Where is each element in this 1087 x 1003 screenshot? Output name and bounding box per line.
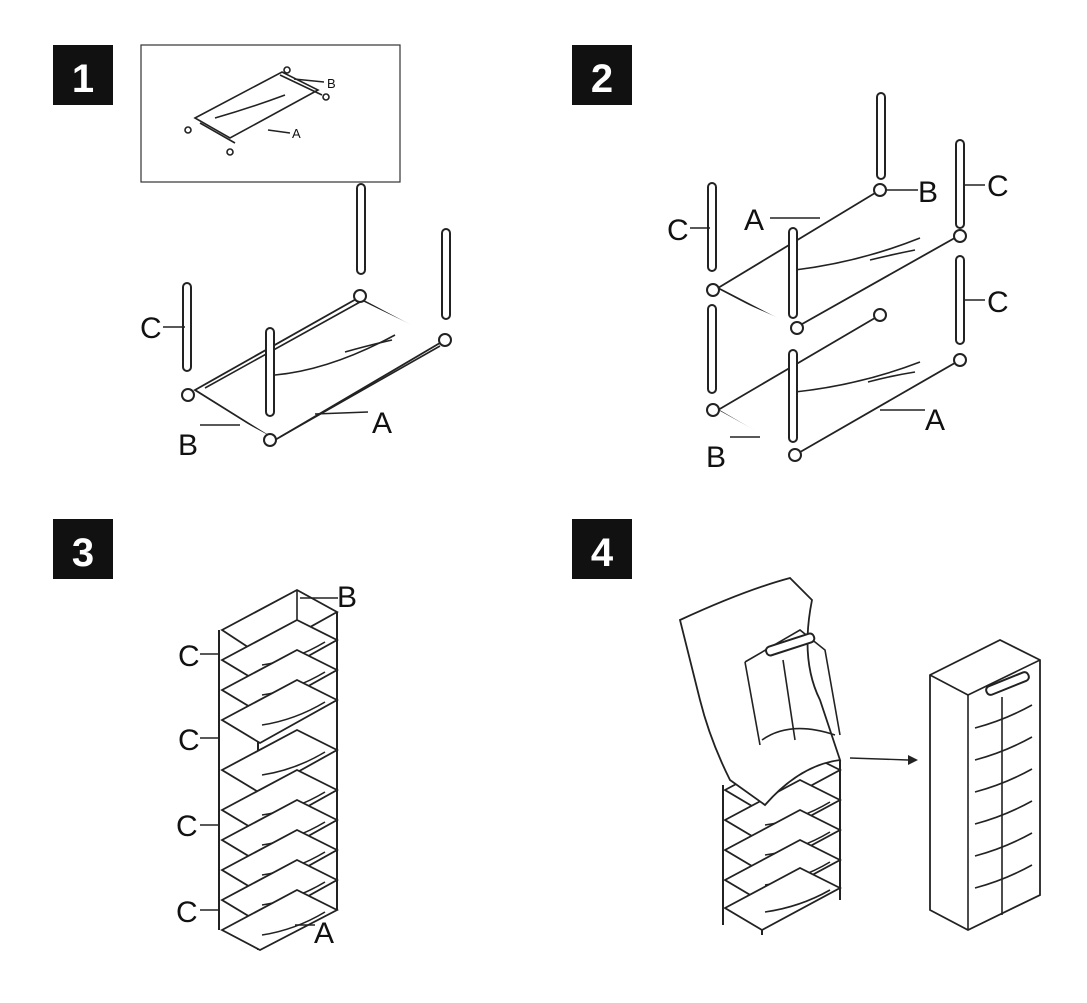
step-1-inset-label-a: A [292,126,301,141]
step-2-pole-c-left-upper [707,182,717,272]
step-2-pole-c-right-lower [955,255,965,345]
step-2-label-c-right-upper: C [987,170,1009,203]
step-1-label-c: C [140,312,162,345]
step-3-tower [218,588,339,952]
step-2-label-b-upper: B [918,176,938,209]
step-4-finished-rack [929,638,1041,932]
step-1-pole-c-back [356,183,366,275]
step-2-pole-front-lower [788,349,798,443]
step-3-label-a: A [314,917,334,950]
step-3-label-c-1: C [178,640,200,673]
step-2-pole-c-right-upper [955,139,965,229]
step-1-inset-label-b: B [327,76,336,91]
step-3-label-c-3: C [176,810,198,843]
step-1-number: 1 [72,57,94,101]
step-2-pole-back-upper [876,92,886,180]
step-4-cover [678,576,842,807]
step-3-label-b: B [337,581,357,614]
step-1-badge [53,45,113,105]
step-1-label-b: B [178,429,198,462]
step-2-label-c-left: C [667,214,689,247]
step-2-label-b-lower: B [706,441,726,474]
step-4: 4 [572,519,1041,935]
step-4-arrow [849,755,918,765]
step-2-label-a-lower: A [925,404,945,437]
step-1: 1 B A [53,44,452,462]
step-4-number: 4 [591,531,614,575]
step-2-pole-front-upper [788,227,798,319]
step-4-badge [572,519,632,579]
step-1-inset: B A [140,44,401,183]
step-2-badge [572,45,632,105]
step-2-upper-shelf [706,183,967,335]
step-1-pole-c-front [265,327,275,417]
step-2-label-a-upper: A [744,204,764,237]
step-2-label-c-right-lower: C [987,286,1009,319]
step-2-pole-left-lower [707,304,717,394]
step-3-label-c-4: C [176,896,198,929]
step-3-number: 3 [72,531,94,575]
step-1-pole-c-right [441,228,451,320]
step-2-number: 2 [591,57,613,101]
step-3-label-c-2: C [178,724,200,757]
step-2: 2 [572,45,1009,474]
step-3: 3 B [53,519,357,952]
step-3-badge [53,519,113,579]
step-2-lower-shelf [706,308,967,462]
step-1-shelf [181,289,452,447]
step-1-label-a: A [372,407,392,440]
